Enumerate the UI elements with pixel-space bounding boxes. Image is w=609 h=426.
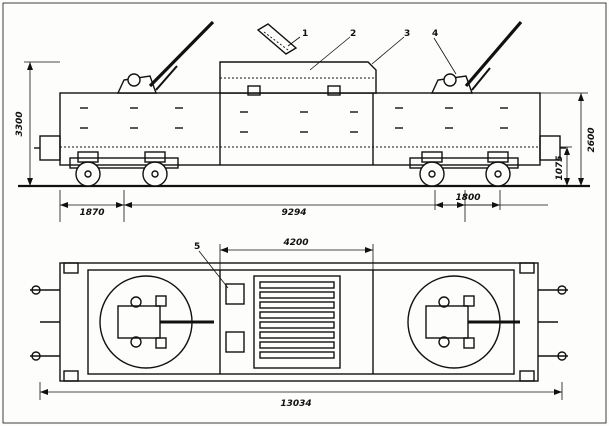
- top-hatch-upper: [225, 283, 245, 305]
- rangefinder: [256, 23, 298, 55]
- callout-2: 2: [350, 29, 356, 39]
- dim-2600: 2600: [540, 92, 597, 186]
- hatch-left: [247, 85, 261, 96]
- side-buffers: [34, 135, 566, 161]
- callout-3: 3: [404, 29, 410, 39]
- callout-4: 4: [432, 29, 438, 39]
- dim-height-2600: 2600: [587, 127, 597, 152]
- dim-height-3300: 3300: [15, 111, 25, 136]
- side-view: 3300 2600 1075: [15, 20, 597, 222]
- top-couplers: [30, 285, 568, 361]
- corner-block: [519, 370, 535, 382]
- ventilation-louvres: [253, 275, 341, 369]
- dim-horizontal-side: 1870 9294 1800: [59, 190, 548, 222]
- top-view: 4200 13034 5: [30, 238, 568, 409]
- dim-length-1870: 1870: [79, 208, 104, 218]
- bogies: [69, 151, 519, 187]
- hatch-right: [327, 85, 341, 96]
- corner-block: [63, 370, 79, 382]
- dim-3300: 3300: [15, 61, 60, 186]
- callouts-side: 1 2 3 4: [287, 29, 457, 75]
- dim-13034: 13034: [39, 382, 563, 409]
- right-gun: [430, 20, 523, 94]
- dim-4200: 4200: [219, 238, 374, 270]
- hull-panel-marks: [80, 107, 508, 133]
- callout-5-leader: [198, 250, 229, 289]
- top-hatch-lower: [225, 331, 245, 353]
- right-turret-top: [407, 275, 520, 369]
- dim-height-1075: 1075: [555, 155, 565, 180]
- dim-length-9294: 9294: [281, 208, 306, 218]
- center-superstructure: [219, 61, 377, 94]
- callout-1: 1: [302, 29, 308, 39]
- dim-length-13034: 13034: [280, 399, 311, 409]
- dim-length-4200: 4200: [282, 238, 308, 248]
- left-gun: [116, 20, 215, 94]
- dim-1075: 1075: [555, 146, 572, 186]
- corner-block: [519, 262, 535, 274]
- dim-length-1800: 1800: [455, 193, 480, 203]
- hull-body: [59, 92, 541, 166]
- callout-5: 5: [194, 242, 200, 252]
- corner-block: [63, 262, 79, 274]
- left-turret-top: [99, 275, 214, 369]
